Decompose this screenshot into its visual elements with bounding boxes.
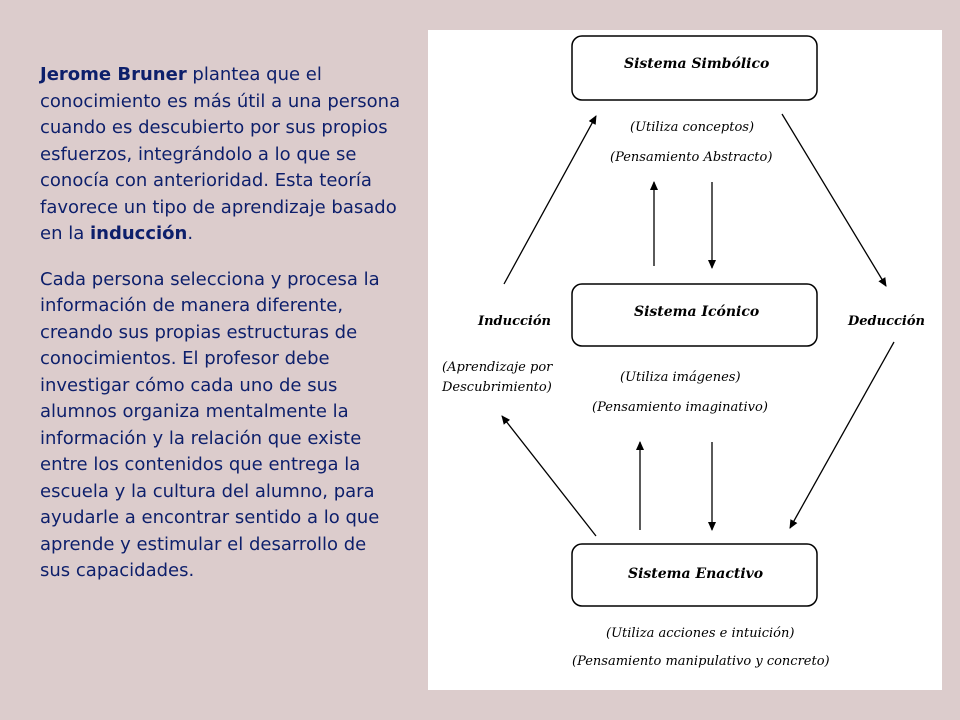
induction-note-1: (Aprendizaje por <box>442 360 553 375</box>
paragraph-bruner: Jerome Bruner plantea que el conocimient… <box>40 62 402 248</box>
enactive-note-1: (Utiliza acciones e intuición) <box>606 626 795 641</box>
author-name: Jerome Bruner <box>40 64 187 85</box>
symbolic-note-2: (Pensamiento Abstracto) <box>610 150 773 165</box>
box-iconic <box>571 283 818 347</box>
symbolic-note-1: (Utiliza conceptos) <box>630 120 755 135</box>
bruner-diagram: Sistema Simbólico (Utiliza conceptos) (P… <box>428 30 942 690</box>
arrow-induction-lower <box>501 415 597 537</box>
induction-label: Inducción <box>478 314 551 329</box>
box-enactive <box>571 543 818 607</box>
paragraph-persona: Cada persona selecciona y procesa la inf… <box>40 268 380 582</box>
enactive-note-2: (Pensamiento manipulativo y concreto) <box>572 654 830 669</box>
diagram-shapes <box>501 35 895 607</box>
box-symbolic <box>571 35 818 101</box>
arrow-deduction-lower <box>789 341 895 529</box>
text-column: Jerome Bruner plantea que el conocimient… <box>40 62 402 604</box>
enactive-title: Sistema Enactivo <box>628 566 764 582</box>
iconic-note-1: (Utiliza imágenes) <box>620 370 741 385</box>
paragraph-text: plantea que el conocimiento es más útil … <box>40 64 401 244</box>
iconic-title: Sistema Icónico <box>634 304 760 320</box>
iconic-note-2: (Pensamiento imaginativo) <box>592 400 768 415</box>
keyword-induction: inducción <box>89 223 188 244</box>
induction-note-2: Descubrimiento) <box>442 380 552 395</box>
deduction-label: Deducción <box>848 314 925 329</box>
arrow-induction-upper <box>503 115 597 285</box>
symbolic-title: Sistema Simbólico <box>624 56 770 72</box>
paragraph-end: . <box>187 223 194 244</box>
arrow-deduction-upper <box>781 113 887 287</box>
